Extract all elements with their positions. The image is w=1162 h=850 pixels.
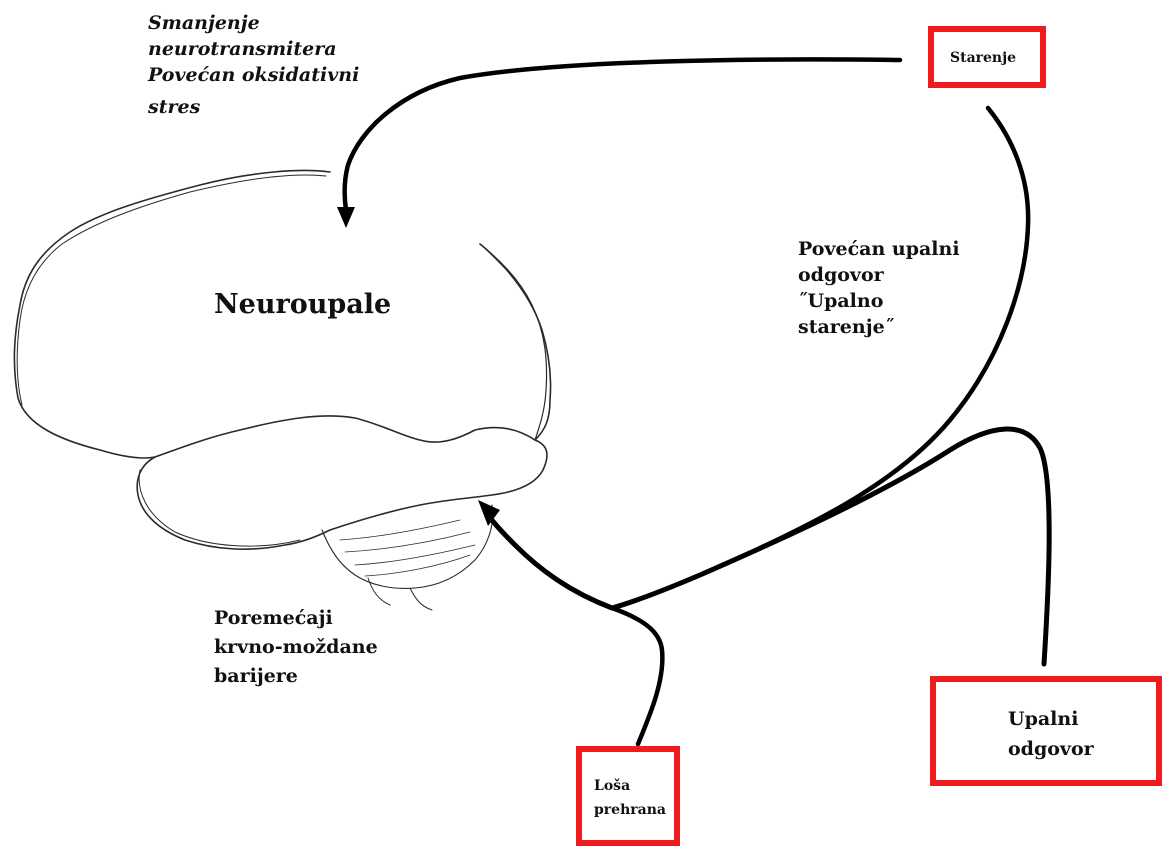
aging-box: Starenje	[928, 26, 1046, 88]
brain-temporal-lobe	[136, 439, 548, 550]
line-diet-to-junction	[609, 605, 665, 747]
inflammatory-line1: Povećan upalni	[798, 238, 960, 260]
inflammation-box-line2: odgovor	[1008, 738, 1094, 760]
diet-box-label: Loša prehrana	[594, 774, 666, 822]
brain-brainstem	[367, 577, 433, 611]
arrow-junction-to-bbb	[485, 512, 615, 611]
diet-box-line2: prehrana	[594, 802, 666, 818]
brain-temporal-sketch2	[138, 469, 301, 547]
inflammation-box: Upalni odgovor	[930, 676, 1162, 786]
line-aging-to-junction	[757, 105, 1031, 551]
aging-effects-line4: stres	[148, 96, 201, 118]
arrowhead-bbb	[478, 500, 500, 526]
brain-sketch	[13, 169, 552, 611]
brain-cerebrum-outline	[13, 169, 552, 459]
diet-box-line1: Loša	[594, 778, 631, 794]
arrowhead-aging	[337, 207, 355, 228]
aging-box-label: Starenje	[950, 50, 1017, 66]
line-inflammation-curve	[609, 426, 1052, 667]
neuroinflammation-label: Neuroupale	[214, 288, 391, 322]
brain-cerebellum-lines1	[339, 519, 476, 577]
brain-fold-right	[479, 243, 548, 441]
inflammatory-response-text: Povećan upalni odgovor ˝Upalno starenje˝	[798, 236, 960, 340]
inflammatory-line3: ˝Upalno	[798, 290, 884, 312]
aging-effects-text: Smanjenje neurotransmitera Povećan oksid…	[148, 10, 359, 120]
arrow-aging-to-neuroinflammation	[342, 57, 903, 213]
bbb-line1: Poremećaji	[214, 607, 333, 629]
inflammatory-line4: starenje˝	[798, 316, 895, 338]
brain-cerebellum	[321, 504, 494, 589]
neuroinflammation-text: Neuroupale	[214, 289, 392, 320]
aging-effects-line3: Povećan oksidativni	[148, 64, 360, 86]
bbb-disorders-text: Poremećaji krvno-moždane barijere	[214, 604, 378, 691]
arrows	[337, 57, 1052, 747]
bbb-line3: barijere	[214, 665, 298, 687]
aging-effects-line1: Smanjenje	[148, 12, 260, 34]
inflammatory-line2: odgovor	[798, 264, 884, 286]
inflammation-box-line1: Upalni	[1008, 708, 1079, 730]
aging-effects-line2: neurotransmitera	[148, 38, 337, 60]
diet-box: Loša prehrana	[576, 746, 680, 846]
inflammation-box-label: Upalni odgovor	[1008, 704, 1094, 764]
brain-cerebrum-outline-sketch2	[16, 174, 327, 406]
bbb-line2: krvno-moždane	[214, 636, 378, 658]
